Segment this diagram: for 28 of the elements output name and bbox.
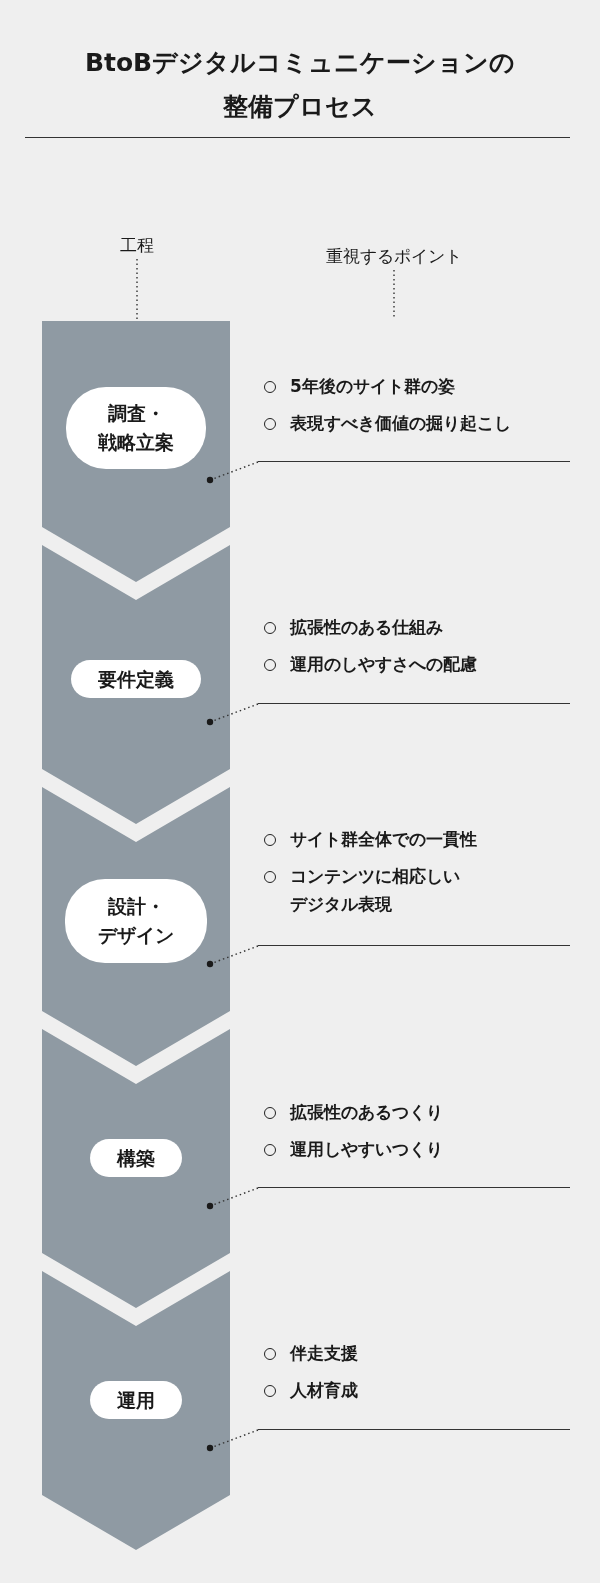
note-text: 運用のしやすさへの配慮 [290, 653, 477, 676]
leader-line [206, 1429, 259, 1452]
leader-line [206, 945, 259, 968]
title-text: BtoBデジタルコミュニケーションの整備プロセス [83, 47, 517, 123]
stage-pill: 要件定義 [71, 660, 201, 698]
note-text: 拡張性のある仕組み [290, 616, 443, 639]
leader-line [136, 258, 138, 322]
chevron-band [42, 321, 230, 582]
leader-line [393, 269, 395, 319]
stage-pill: 構築 [90, 1139, 182, 1177]
leader-line [206, 1187, 259, 1210]
note-text: 拡張性のあるつくり [290, 1101, 443, 1124]
note-text: 伴走支援 [290, 1342, 358, 1365]
note-text: 5年後のサイト群の姿 [290, 375, 455, 398]
stage-pill: 運用 [90, 1381, 182, 1419]
note-text: コンテンツに相応しいデジタル表現 [290, 865, 460, 916]
leader-line [206, 703, 259, 726]
leader-line [206, 461, 259, 484]
column-heading: 工程 [97, 233, 177, 257]
chevron-band [42, 1029, 230, 1308]
note-text: サイト群全体での一貫性 [290, 828, 477, 851]
note-text: 運用しやすいつくり [290, 1138, 443, 1161]
note-text: 表現すべき価値の掘り起こし [290, 412, 511, 435]
chevron-band [42, 545, 230, 824]
note-text: 人材育成 [290, 1379, 358, 1402]
chevron-band [42, 1271, 230, 1550]
column-heading: 重視するポイント [304, 244, 484, 268]
chevron-band [42, 787, 230, 1066]
